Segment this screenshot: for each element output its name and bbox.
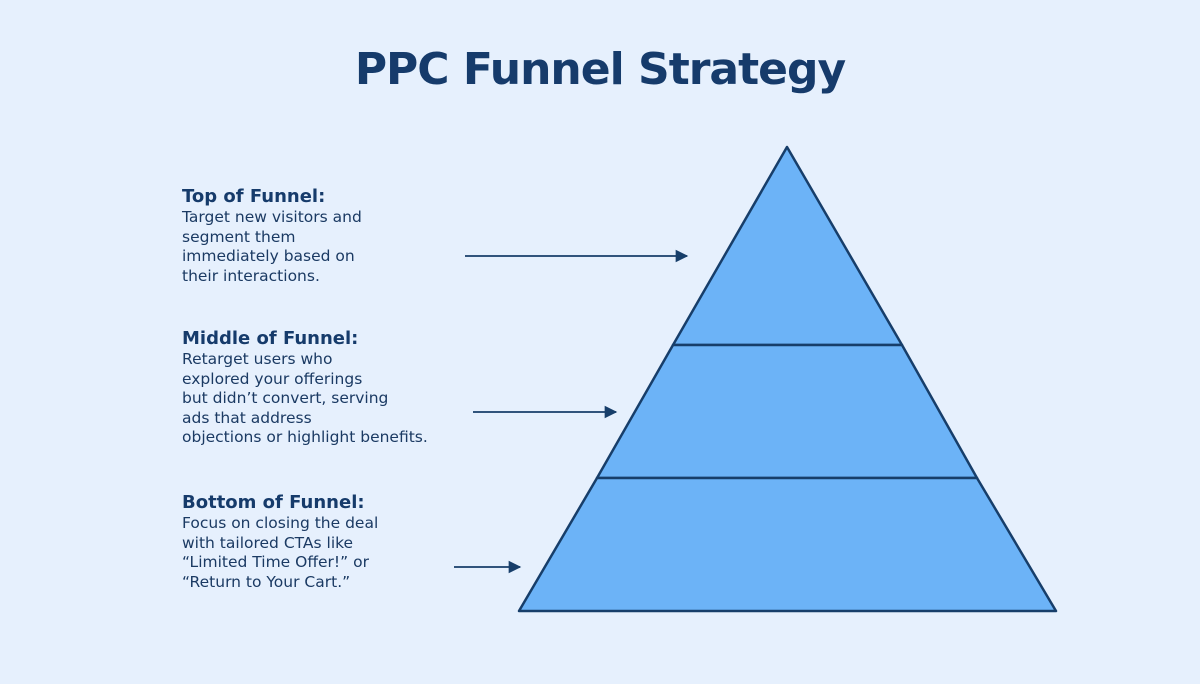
stage-top-of-funnel: Top of Funnel: Target new visitors and s… [182,186,482,286]
page-title: PPC Funnel Strategy [354,44,846,95]
stage-description: Retarget users who explored your offerin… [182,350,428,446]
stage-description: Focus on closing the deal with tailored … [182,514,379,591]
stage-heading: Top of Funnel: [182,186,326,207]
stage-bottom-of-funnel: Bottom of Funnel: Focus on closing the d… [182,492,482,592]
stage-heading: Bottom of Funnel: [182,492,365,513]
stage-description: Target new visitors and segment them imm… [182,208,362,285]
stage-heading: Middle of Funnel: [182,328,359,349]
pyramid-bottom-section [517,476,1058,613]
pyramid-middle-section [595,343,979,480]
stage-middle-of-funnel: Middle of Funnel: Retarget users who exp… [182,328,482,448]
pyramid-top-section [671,145,904,347]
